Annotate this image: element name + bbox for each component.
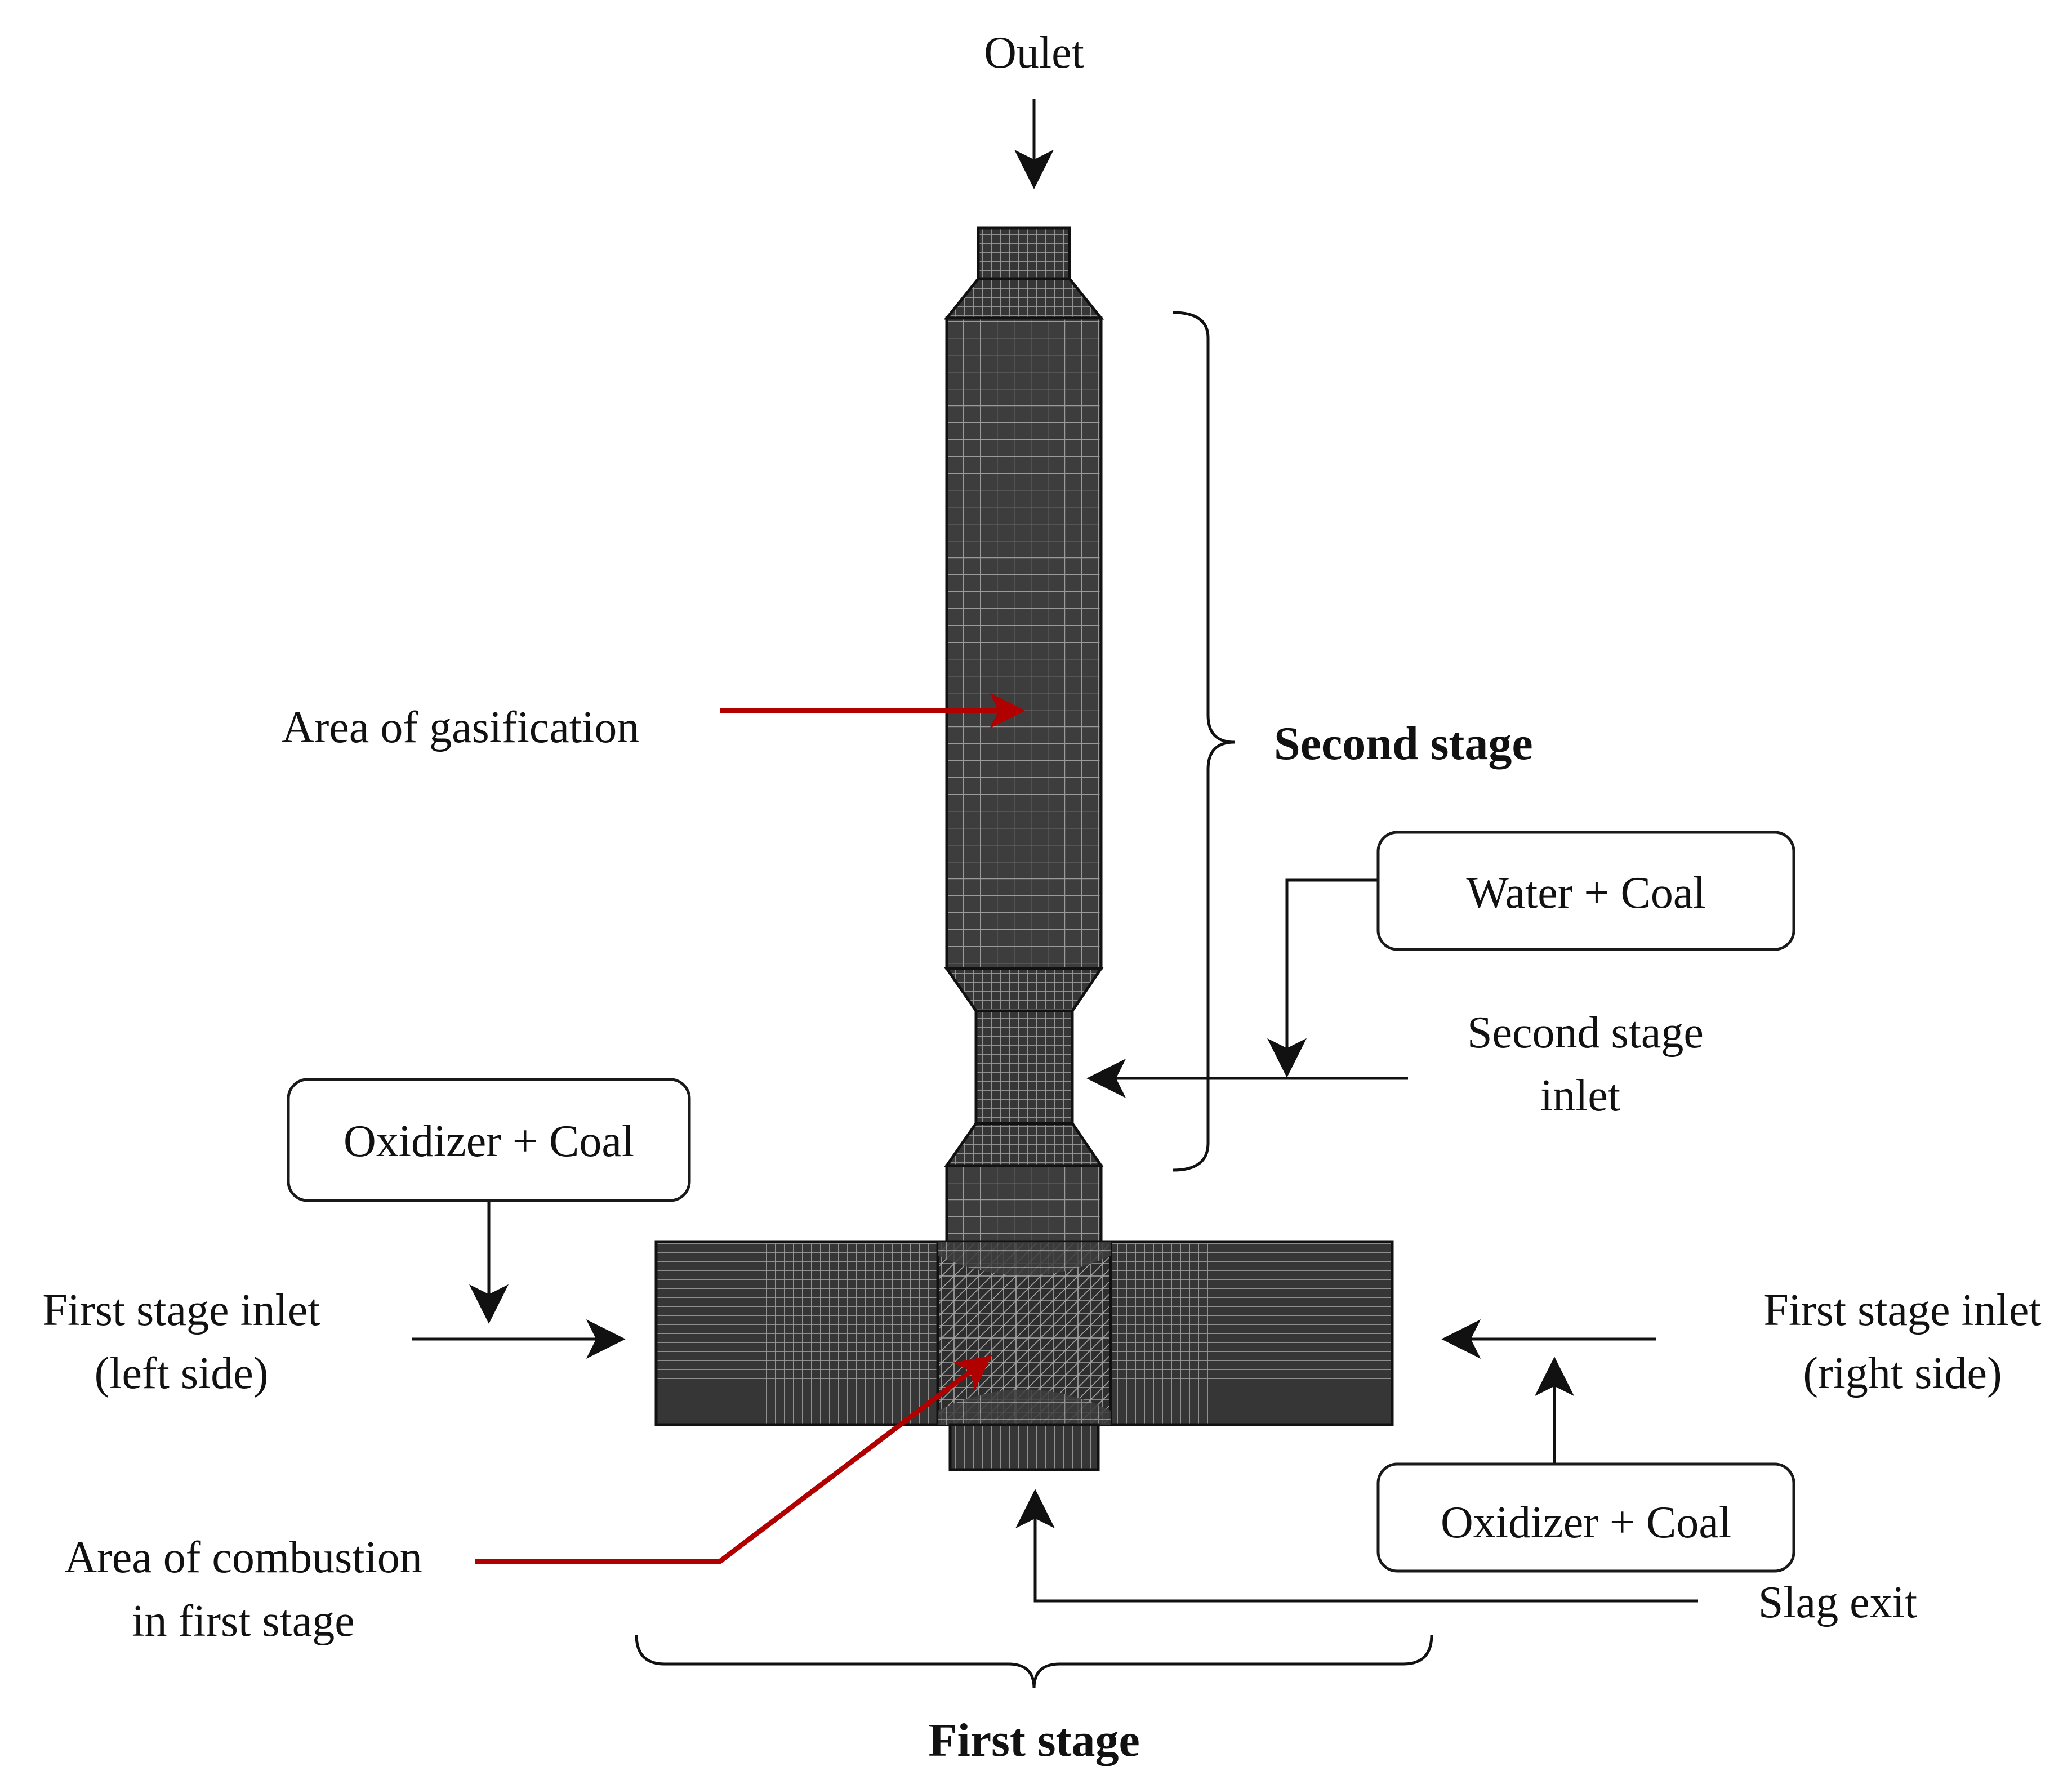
combustion-label-1: Area of combustion bbox=[64, 1533, 422, 1582]
second-stage-brace bbox=[1173, 311, 1235, 1172]
upper-taper bbox=[943, 277, 1104, 320]
slag-outlet-stub bbox=[948, 1423, 1100, 1471]
throat bbox=[974, 1009, 1074, 1125]
first-stage-left-arm bbox=[654, 1240, 939, 1426]
first-stage-label: First stage bbox=[928, 1714, 1140, 1766]
oxidizer-coal-left-label: Oxidizer + Coal bbox=[344, 1117, 634, 1166]
oxidizer-coal-right-label: Oxidizer + Coal bbox=[1441, 1498, 1731, 1547]
labels: Oulet Area of gasification Second stage … bbox=[42, 28, 2041, 1766]
second-stage-inlet-label-2: inlet bbox=[1540, 1071, 1620, 1121]
oxidizer-coal-left-box bbox=[287, 1078, 691, 1202]
throat-taper-top bbox=[944, 967, 1104, 1012]
combustion-pointer bbox=[475, 1355, 992, 1564]
combustion-lower-lobe bbox=[938, 1389, 1111, 1425]
water-coal-connector bbox=[1267, 878, 1378, 1078]
second-stage-inlet-label-1: Second stage bbox=[1467, 1008, 1704, 1058]
gasifier-mesh bbox=[654, 226, 1394, 1471]
first-stage-brace bbox=[635, 1634, 1433, 1689]
oxidizer-coal-right-box bbox=[1376, 1462, 1795, 1573]
first-inlet-left-label-2: (left side) bbox=[95, 1349, 269, 1398]
throat-taper-bottom bbox=[944, 1122, 1104, 1167]
first-inlet-right-label-1: First stage inlet bbox=[1763, 1286, 2041, 1335]
lower-column bbox=[945, 1164, 1103, 1246]
first-inlet-left-label-1: First stage inlet bbox=[42, 1286, 320, 1335]
outlet-label: Oulet bbox=[984, 28, 1084, 78]
slag-exit-arrow bbox=[1015, 1489, 1698, 1603]
outlet-neck bbox=[977, 226, 1071, 280]
second-stage-label: Second stage bbox=[1274, 717, 1533, 770]
combustion-label-2: in first stage bbox=[132, 1596, 354, 1646]
slag-exit-label: Slag exit bbox=[1758, 1578, 1917, 1627]
water-coal-box bbox=[1376, 831, 1795, 951]
arrows bbox=[412, 99, 1698, 1603]
water-coal-label: Water + Coal bbox=[1466, 868, 1705, 918]
combustion-upper-lobe bbox=[938, 1242, 1111, 1275]
gasification-label: Area of gasification bbox=[282, 703, 639, 752]
first-stage-right-arm bbox=[1109, 1240, 1394, 1426]
second-stage-column bbox=[945, 316, 1103, 970]
first-inlet-right-label-2: (right side) bbox=[1803, 1349, 2002, 1398]
